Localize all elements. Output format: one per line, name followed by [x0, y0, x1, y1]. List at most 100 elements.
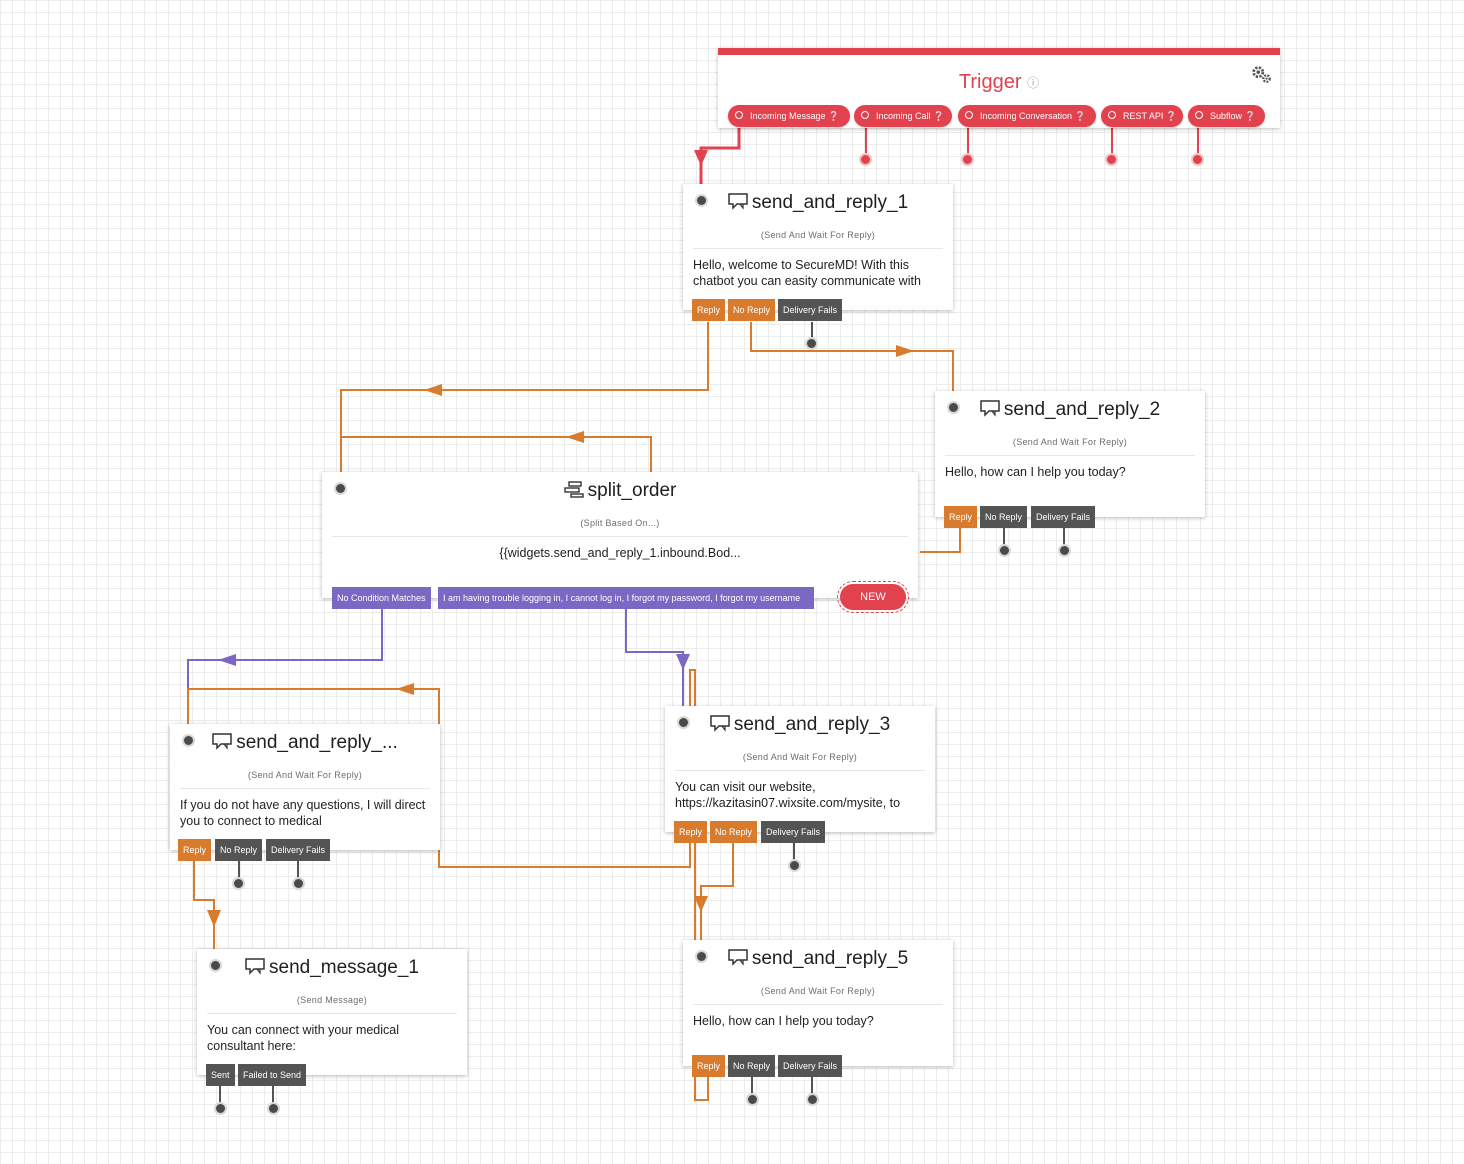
- divider: [693, 248, 943, 249]
- widget-body: Hello, how can I help you today?: [693, 1014, 874, 1028]
- trigger-pill-rest-api[interactable]: REST API ❔: [1101, 105, 1183, 127]
- transition-delivery-fails[interactable]: Delivery Fails: [778, 299, 843, 321]
- widget-subtitle: (Send And Wait For Reply): [760, 986, 876, 996]
- input-port[interactable]: [695, 950, 708, 963]
- trigger-pill-incoming-call[interactable]: Incoming Call ❔: [854, 105, 952, 127]
- input-port[interactable]: [947, 401, 960, 414]
- widget-send-message-1[interactable]: send_message_1 (Send Message) You can co…: [197, 949, 467, 1075]
- widget-send-and-reply-2[interactable]: send_and_reply_2 (Send And Wait For Repl…: [935, 391, 1205, 517]
- widget-subtitle: (Send And Wait For Reply): [742, 752, 858, 762]
- transition-delivery-fails[interactable]: Delivery Fails: [266, 839, 331, 861]
- divider: [693, 1004, 943, 1005]
- chat-bubble-icon: [728, 949, 748, 966]
- transition-no-reply[interactable]: No Reply: [215, 839, 263, 861]
- output-port[interactable]: [805, 337, 818, 350]
- transition-reply[interactable]: Reply: [178, 839, 212, 861]
- help-icon[interactable]: ⓘ: [1027, 76, 1040, 91]
- ring-icon: [965, 111, 973, 119]
- widget-title: send_and_reply_1: [683, 192, 953, 214]
- trigger-pill-incoming-message[interactable]: Incoming Message ❔: [728, 105, 850, 127]
- transition-delivery-fails[interactable]: Delivery Fails: [1031, 506, 1096, 528]
- widget-body: If you do not have any questions, I will…: [180, 798, 426, 828]
- ring-icon: [1195, 111, 1203, 119]
- transition-reply[interactable]: Reply: [674, 821, 708, 843]
- transition-delivery-fails[interactable]: Delivery Fails: [778, 1055, 843, 1077]
- trigger-pill-subflow[interactable]: Subflow ❔: [1188, 105, 1265, 127]
- widget-title: send_message_1: [197, 957, 467, 979]
- transition-reply[interactable]: Reply: [944, 506, 978, 528]
- chat-bubble-icon: [980, 400, 1000, 417]
- widget-body: You can visit our website, https://kazit…: [675, 780, 901, 810]
- trigger-port[interactable]: [961, 153, 974, 166]
- output-port[interactable]: [214, 1102, 227, 1115]
- chat-bubble-icon: [710, 715, 730, 732]
- trigger-title-text: Trigger: [958, 71, 1022, 93]
- trigger-port[interactable]: [859, 153, 872, 166]
- input-port[interactable]: [182, 734, 195, 747]
- output-port[interactable]: [746, 1093, 759, 1106]
- divider: [945, 455, 1195, 456]
- chat-bubble-icon: [245, 958, 265, 975]
- divider: [180, 788, 430, 789]
- chat-bubble-icon: [212, 733, 232, 750]
- split-icon: [563, 481, 584, 498]
- transition-no-reply[interactable]: No Reply: [710, 821, 758, 843]
- output-port[interactable]: [998, 544, 1011, 557]
- widget-body: You can connect with your medical consul…: [207, 1023, 400, 1053]
- widget-title: send_and_reply_3: [665, 714, 935, 736]
- transition-reply[interactable]: Reply: [692, 299, 726, 321]
- input-port[interactable]: [695, 194, 708, 207]
- transition-reply[interactable]: Reply: [692, 1055, 726, 1077]
- help-icon: ❔: [933, 111, 945, 121]
- widget-body: {{widgets.send_and_reply_1.inbound.Bod..…: [499, 546, 741, 560]
- transition-no-reply[interactable]: No Reply: [728, 299, 776, 321]
- trigger-title: Trigger ⓘ: [718, 71, 1280, 94]
- ring-icon: [861, 111, 869, 119]
- new-transition-button[interactable]: NEW: [837, 581, 909, 613]
- output-port[interactable]: [292, 877, 305, 890]
- transition-no-reply[interactable]: No Reply: [728, 1055, 776, 1077]
- widget-body: Hello, welcome to SecureMD! With this ch…: [693, 258, 921, 288]
- widget-send-and-reply-1[interactable]: send_and_reply_1 (Send And Wait For Repl…: [683, 184, 953, 310]
- divider: [207, 1013, 457, 1014]
- widget-send-and-reply-4[interactable]: send_and_reply_... (Send And Wait For Re…: [170, 724, 440, 850]
- output-port[interactable]: [788, 859, 801, 872]
- input-port[interactable]: [209, 959, 222, 972]
- transition-condition[interactable]: I am having trouble logging in, I cannot…: [438, 587, 814, 609]
- trigger-widget[interactable]: Trigger ⓘ Incoming Message ❔ Incoming Ca…: [718, 48, 1280, 128]
- trigger-pill-incoming-conversation[interactable]: Incoming Conversation ❔: [958, 105, 1096, 127]
- output-port[interactable]: [232, 877, 245, 890]
- widget-send-and-reply-5[interactable]: send_and_reply_5 (Send And Wait For Repl…: [683, 940, 953, 1066]
- widget-title: send_and_reply_5: [683, 948, 953, 970]
- widget-title: send_and_reply_2: [935, 399, 1205, 421]
- transition-failed-to-send[interactable]: Failed to Send: [238, 1064, 307, 1086]
- widget-send-and-reply-3[interactable]: send_and_reply_3 (Send And Wait For Repl…: [665, 706, 935, 832]
- widget-subtitle: (Split Based On...): [580, 518, 660, 528]
- help-icon: ❔: [828, 111, 840, 121]
- gear-icon[interactable]: [1250, 63, 1272, 85]
- help-icon: ❔: [1165, 111, 1178, 121]
- output-port[interactable]: [1058, 544, 1071, 557]
- ring-icon: [735, 111, 743, 119]
- widget-subtitle: (Send And Wait For Reply): [760, 230, 876, 240]
- divider: [332, 536, 908, 537]
- widget-body: Hello, how can I help you today?: [945, 465, 1126, 479]
- input-port[interactable]: [334, 482, 347, 495]
- output-port[interactable]: [267, 1102, 280, 1115]
- widget-subtitle: (Send Message): [296, 995, 368, 1005]
- chat-bubble-icon: [728, 193, 748, 210]
- help-icon: ❔: [1244, 111, 1256, 121]
- transition-delivery-fails[interactable]: Delivery Fails: [761, 821, 826, 843]
- transition-no-reply[interactable]: No Reply: [980, 506, 1028, 528]
- transition-sent[interactable]: Sent: [206, 1064, 235, 1086]
- output-port[interactable]: [806, 1093, 819, 1106]
- trigger-port[interactable]: [1105, 153, 1118, 166]
- input-port[interactable]: [677, 716, 690, 729]
- help-icon: ❔: [1074, 111, 1086, 121]
- widget-title: send_and_reply_...: [170, 732, 440, 754]
- widget-split-order[interactable]: split_order (Split Based On...) {{widget…: [322, 472, 918, 598]
- ring-icon: [1108, 111, 1116, 119]
- transition-no-condition-matches[interactable]: No Condition Matches: [332, 587, 431, 609]
- trigger-port[interactable]: [1191, 153, 1204, 166]
